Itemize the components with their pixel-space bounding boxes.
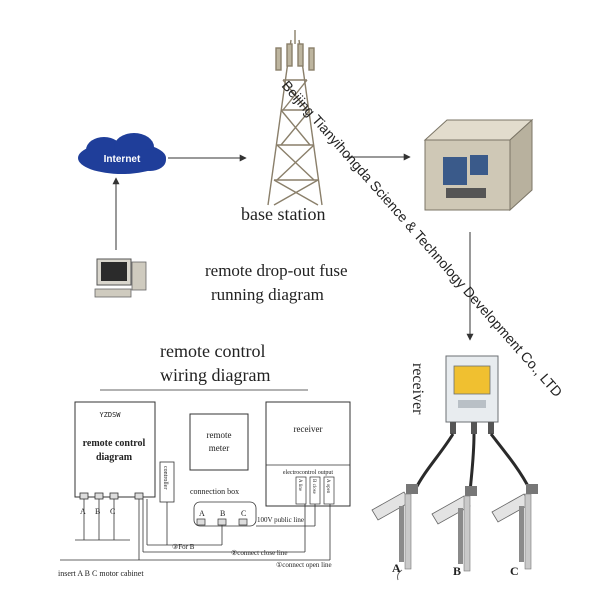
control-cabinet-icon	[423, 118, 534, 212]
for-b-label: ③For B	[172, 543, 195, 551]
base-station-tower-icon	[267, 30, 323, 206]
receiver-cables	[413, 433, 532, 493]
box-term-b: B	[220, 509, 225, 518]
wiring-title-line2: wiring diagram	[160, 365, 270, 385]
abc-term-b: B	[95, 507, 100, 516]
receiver-label: receiver	[409, 363, 426, 415]
abc-term-a: A	[80, 507, 86, 516]
receiver-box	[265, 401, 351, 507]
controller-model: YZDSW	[99, 411, 121, 419]
base-station-label: base station	[241, 204, 325, 224]
econtrol-output-label: electrocontrol output	[283, 470, 333, 476]
controller-line2: diagram	[96, 452, 133, 463]
public-line-label: 100V public line	[257, 516, 304, 524]
internet-cloud-icon	[78, 133, 166, 174]
output-col-1: A line	[297, 479, 302, 492]
connect-open-label: ①connect open line	[276, 561, 332, 569]
wiring-lines	[60, 499, 331, 561]
connection-box	[193, 501, 257, 527]
connection-box-terminals	[196, 518, 248, 526]
wiring-title-line1: remote control	[160, 341, 265, 361]
computer-icon	[94, 258, 147, 298]
fuse-c-icon	[491, 484, 538, 570]
running-diagram-title-line2: running diagram	[211, 285, 324, 304]
fuse-a-icon	[371, 484, 418, 581]
fuse-a-label: A	[392, 561, 401, 575]
abc-term-c: C	[110, 507, 115, 516]
box-term-c: C	[241, 509, 246, 518]
connection-box-label: connection box	[190, 487, 239, 496]
output-col-3: A open	[325, 479, 330, 494]
fuse-c-label: C	[510, 564, 519, 578]
controller-side-label: controller	[162, 466, 168, 489]
controller-line1: remote control	[83, 438, 146, 449]
remote-meter-box	[189, 413, 249, 471]
meter-line1: remote	[207, 430, 232, 440]
meter-line2: meter	[209, 443, 230, 453]
fuse-b-label: B	[453, 564, 461, 578]
output-columns	[295, 476, 335, 505]
receiver-box-label: receiver	[294, 424, 323, 434]
connect-close-label: ②connect close line	[231, 549, 287, 557]
insert-cabinet-label: insert A B C motor cabinet	[58, 569, 144, 578]
fuse-b-icon	[431, 486, 477, 572]
internet-label: Internet	[104, 154, 141, 165]
output-col-2: B close	[311, 479, 316, 495]
controller-terminals	[79, 492, 144, 500]
box-term-a: A	[199, 509, 205, 518]
receiver-unit-icon	[445, 355, 499, 434]
running-diagram-title-line1: remote drop-out fuse	[205, 261, 348, 280]
